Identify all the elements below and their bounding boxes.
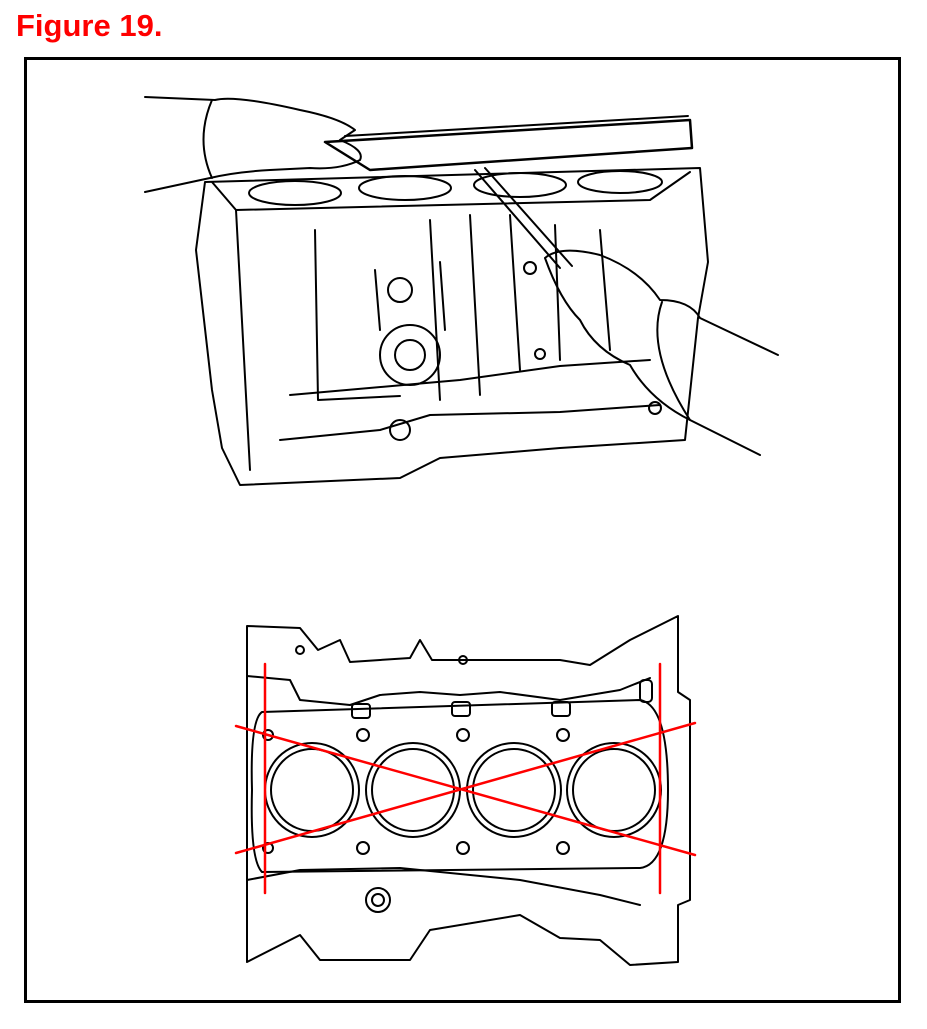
left-hand-cuff bbox=[202, 99, 213, 179]
right-hand-cuff bbox=[656, 301, 691, 421]
cylinder-bore-2 bbox=[365, 742, 461, 838]
cylinder-top-4 bbox=[577, 170, 663, 194]
head-gasket-outline bbox=[250, 699, 669, 873]
mount-boss-2 bbox=[389, 419, 411, 441]
head-bolt-hole-7 bbox=[262, 729, 274, 741]
figure-frame bbox=[24, 57, 901, 1003]
deck-lower-web bbox=[246, 867, 641, 906]
head-bolt-hole-6 bbox=[556, 841, 570, 855]
cylinder-bore-1-inner bbox=[270, 748, 354, 832]
coolant-passage-2 bbox=[451, 701, 471, 717]
cylinder-bore-2-inner bbox=[371, 748, 455, 832]
block-rib-bottom bbox=[289, 359, 651, 396]
cylinder-top-3 bbox=[473, 172, 567, 198]
mount-boss-1 bbox=[387, 277, 413, 303]
engine-block-outline bbox=[195, 167, 709, 486]
block-skirt bbox=[279, 404, 661, 441]
cylinder-bore-3-inner bbox=[472, 748, 556, 832]
left-hand bbox=[144, 96, 362, 193]
deck-upper-web bbox=[246, 675, 651, 706]
head-bolt-hole-4 bbox=[356, 841, 370, 855]
bolt-hole-2 bbox=[523, 261, 537, 275]
oil-filter-mount-inner bbox=[394, 339, 426, 371]
cylinder-bore-3 bbox=[466, 742, 562, 838]
block-web-1 bbox=[429, 219, 441, 401]
dowel-slot bbox=[639, 679, 653, 703]
oil-filter-mount bbox=[379, 324, 441, 386]
feeler-gauge-tool bbox=[474, 167, 573, 269]
deck-measurement-illustration bbox=[234, 615, 697, 966]
block-rib-left bbox=[235, 209, 251, 471]
straightedge-check-illustration bbox=[144, 96, 779, 486]
block-web-5 bbox=[599, 229, 611, 351]
lower-boss-inner bbox=[371, 893, 385, 907]
cylinder-top-2 bbox=[358, 175, 452, 201]
straightedge-tool bbox=[323, 118, 694, 172]
head-bolt-hole-1 bbox=[356, 728, 370, 742]
right-hand bbox=[544, 249, 779, 456]
upper-boss bbox=[458, 655, 468, 665]
measurement-line-diagonal-down bbox=[234, 724, 697, 857]
figure-title: Figure 19. bbox=[16, 8, 163, 43]
coolant-passage-1 bbox=[351, 703, 371, 719]
oil-filter-boss bbox=[374, 261, 446, 331]
bolt-hole-3 bbox=[534, 348, 546, 360]
head-bolt-hole-2 bbox=[456, 728, 470, 742]
block-deck-edge bbox=[211, 171, 691, 211]
head-bolt-hole-5 bbox=[456, 841, 470, 855]
upper-boss-left bbox=[295, 645, 305, 655]
lower-boss bbox=[365, 887, 391, 913]
cylinder-top-1 bbox=[248, 180, 342, 206]
deck-block-outline bbox=[246, 615, 691, 966]
block-rib-mid bbox=[314, 229, 401, 401]
block-web-2 bbox=[469, 214, 481, 396]
cylinder-bore-4-inner bbox=[572, 748, 656, 832]
block-web-3 bbox=[509, 214, 521, 371]
bolt-hole-1 bbox=[648, 401, 662, 415]
straightedge-tool-edge bbox=[344, 115, 689, 137]
coolant-passage-3 bbox=[551, 701, 571, 717]
measurement-line-diagonal-up bbox=[234, 721, 697, 855]
head-bolt-hole-3 bbox=[556, 728, 570, 742]
